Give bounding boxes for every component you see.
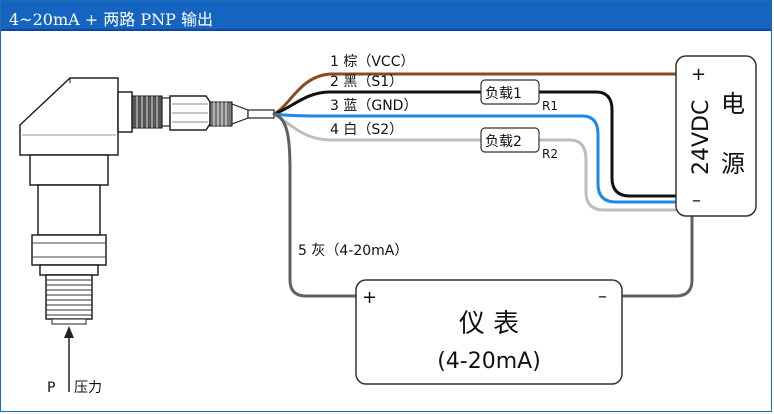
wire-meter-return (620, 214, 694, 298)
meter-plus-sign: + (362, 287, 377, 308)
wire-label-1: 1 棕（VCC） (330, 54, 415, 70)
pressure-p-label: P (47, 380, 55, 396)
power-supply: + – 24VDC 电 源 (675, 55, 757, 217)
wire-label-4: 4 白（S2） (330, 122, 403, 138)
diagram-title: 4~20mA + 两路 PNP 输出 (9, 10, 213, 29)
load-1: 负载1 R1 (480, 79, 558, 113)
power-name-char-1: 电 (721, 90, 745, 118)
resistor-r2-label: R2 (542, 147, 558, 161)
wire-label-5: 5 灰（4-20mA） (298, 243, 408, 259)
wire-label-3: 3 蓝（GND） (330, 98, 417, 114)
meter: + – 仪 表 (4-20mA) (355, 279, 623, 385)
pressure-sensor (19, 77, 119, 325)
pressure-indicator: P 压力 (47, 326, 102, 396)
load-1-label: 负载1 (485, 86, 522, 102)
load-2: 负载2 R2 (480, 127, 558, 161)
power-voltage-label: 24VDC (689, 100, 714, 175)
power-minus-sign: – (692, 190, 701, 211)
wire-blue-gnd (272, 112, 678, 204)
wire-label-2: 2 黑（S1） (330, 74, 403, 90)
resistor-r1-label: R1 (542, 99, 558, 113)
meter-name: 仪 表 (459, 309, 519, 339)
meter-minus-sign: – (598, 286, 607, 307)
pressure-arrow-icon (64, 326, 74, 338)
wire-black-s1 (272, 90, 678, 198)
wire-grey-4-20ma (272, 112, 358, 298)
wire-white-s2 (272, 112, 678, 212)
power-name-char-2: 源 (721, 150, 745, 178)
meter-range: (4-20mA) (437, 349, 541, 374)
title-bar: 4~20mA + 两路 PNP 输出 (1, 1, 771, 31)
power-plus-sign: + (691, 64, 706, 85)
pressure-label: 压力 (74, 380, 102, 396)
load-2-label: 负载2 (485, 134, 522, 150)
m12-connector (117, 91, 275, 133)
